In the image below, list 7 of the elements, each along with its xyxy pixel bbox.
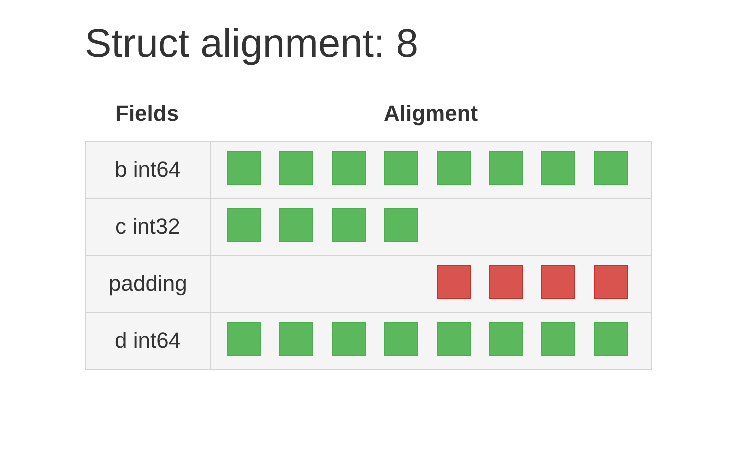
column-header: Fields bbox=[116, 100, 180, 128]
column-header: Aligment bbox=[384, 100, 478, 128]
field-name: b int64 bbox=[115, 156, 182, 184]
field-name: d int64 bbox=[115, 327, 182, 355]
title: Struct alignment: 8 bbox=[85, 21, 418, 68]
field-name: c int32 bbox=[116, 213, 180, 241]
field-name: padding bbox=[109, 270, 188, 298]
